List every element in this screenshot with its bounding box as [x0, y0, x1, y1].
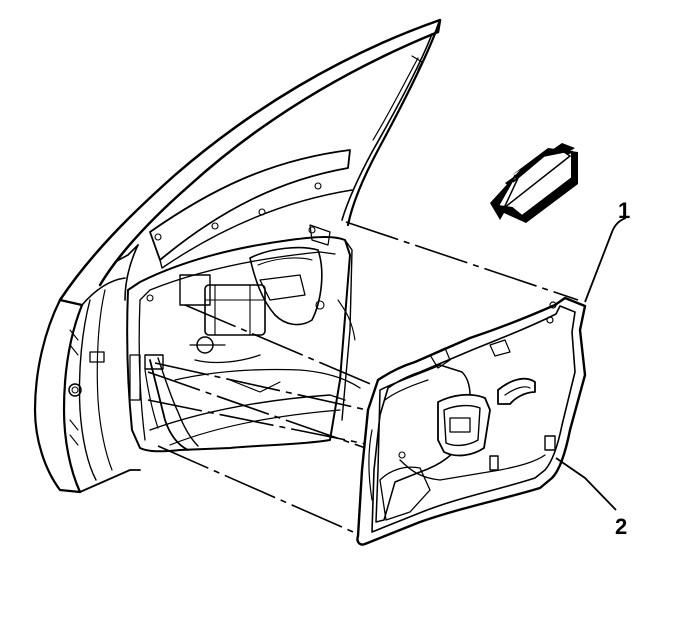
- callout-2-label: 2: [615, 514, 628, 539]
- front-direction-arrow-icon: [490, 143, 578, 223]
- callout-leader-lines: [555, 217, 627, 511]
- callout-1-label: 1: [618, 198, 631, 223]
- door-trim-panel: [356, 296, 587, 546]
- vehicle-door-opening: [33, 18, 442, 494]
- leader-line-2: [555, 457, 617, 511]
- leader-line-1: [584, 217, 627, 303]
